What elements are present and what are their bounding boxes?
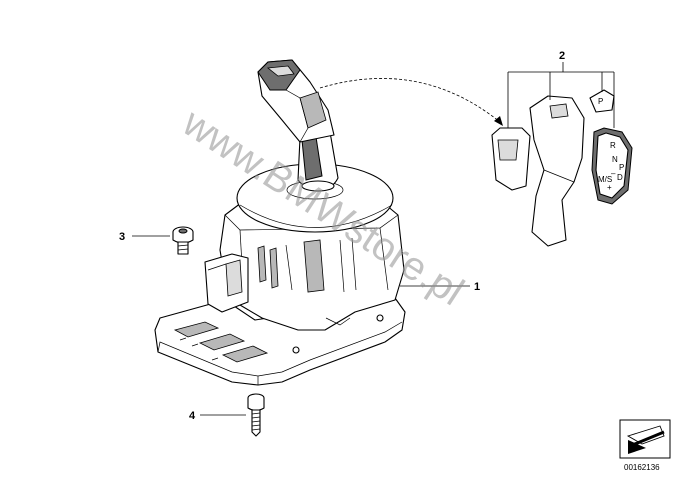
indicator-minus: – xyxy=(611,169,616,178)
gear-selector-housing xyxy=(154,163,406,386)
indicator-d: D xyxy=(617,173,623,182)
indicator-ms: M/S xyxy=(598,175,612,184)
indicator-plus: + xyxy=(607,183,612,192)
callout-1: 1 xyxy=(474,281,480,293)
callout-4: 4 xyxy=(189,410,196,422)
lever-cover-set: P R N P – D M/S + xyxy=(491,62,633,247)
indicator-p: P xyxy=(619,163,624,172)
diagram-id: 00162136 xyxy=(624,463,660,472)
callout-3: 3 xyxy=(119,231,125,243)
assembly-arrow-head xyxy=(494,116,503,126)
screw-part-4 xyxy=(200,393,265,437)
callout-2: 2 xyxy=(559,50,565,62)
bolt-part-3 xyxy=(132,226,194,255)
arrow-down-left-icon xyxy=(619,419,671,459)
park-button-label: P xyxy=(598,97,603,106)
indicator-r: R xyxy=(610,141,616,150)
gear-lever-knob xyxy=(257,59,339,192)
indicator-n: N xyxy=(612,155,618,164)
assembly-arrow xyxy=(319,78,501,123)
